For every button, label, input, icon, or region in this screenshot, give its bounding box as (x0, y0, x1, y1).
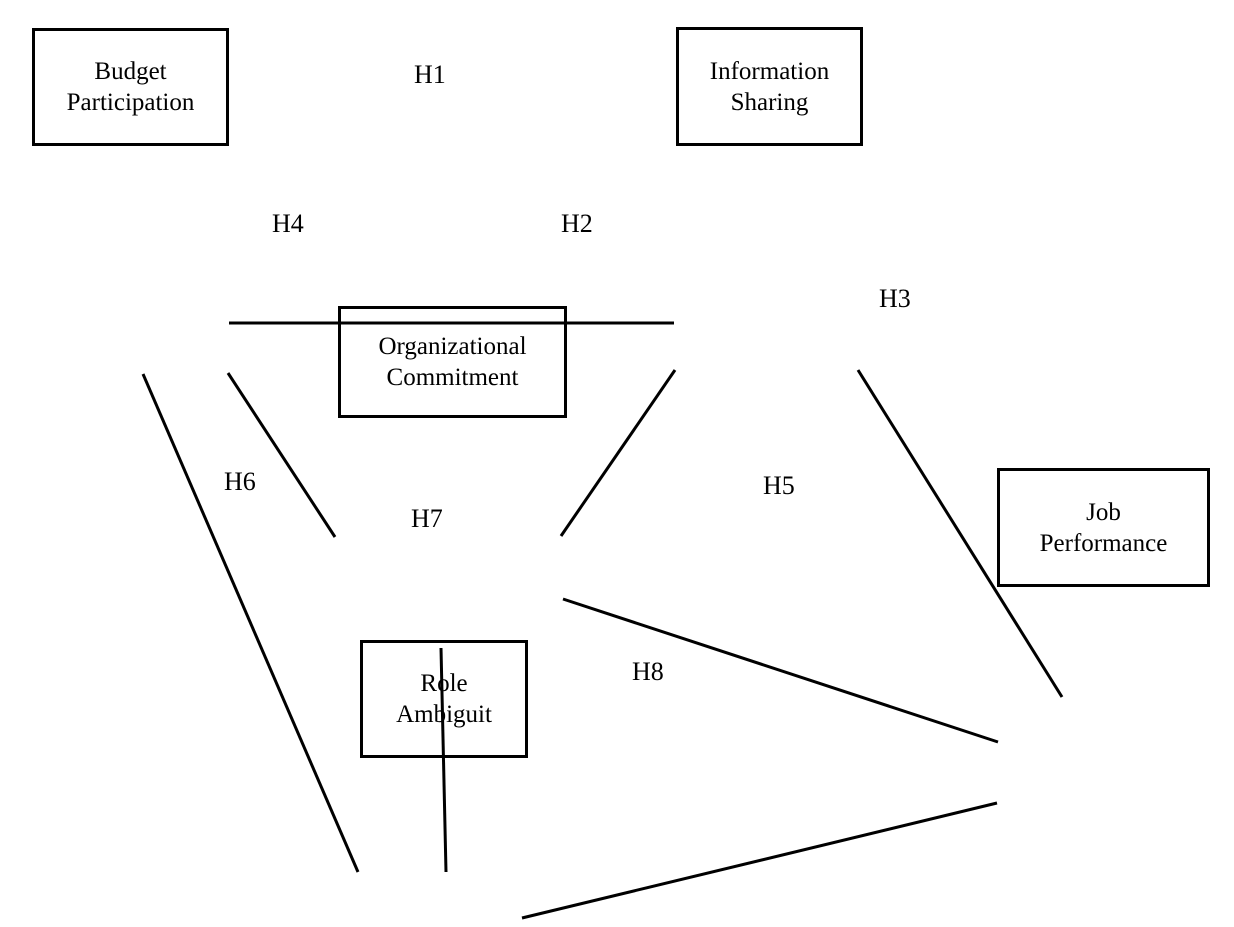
node-budget-participation: Budget Participation (32, 28, 229, 146)
node-organizational-commitment-label-line1: Organizational (378, 333, 527, 360)
line-upper-right-diagonal (559, 369, 677, 537)
node-information-sharing-label-line1: Information (709, 57, 830, 85)
node-job-performance-label-line1: Job (1086, 498, 1121, 526)
node-information-sharing: Information Sharing (676, 27, 863, 146)
hypothesis-label-h3: H3 (879, 284, 911, 313)
hypothesis-label-h4: H4 (272, 209, 304, 238)
hypothesis-label-h2: H2 (561, 209, 593, 238)
hypothesis-label-h8: H8 (632, 657, 664, 686)
hypothesis-label-h6: H6 (224, 467, 256, 496)
line-bottom-diagonal (521, 801, 998, 920)
line-h8-diagonal (562, 597, 999, 744)
node-information-sharing-label-line2: Sharing (730, 88, 809, 116)
node-budget-participation-label-line2: Participation (66, 89, 195, 116)
node-role-ambiguity-label-line2: Ambiguit (396, 701, 492, 728)
node-job-performance: Job Performance (997, 468, 1210, 587)
node-organizational-commitment: Organizational Commitment (338, 306, 567, 418)
node-organizational-commitment-label-line2: Commitment (386, 364, 519, 391)
node-role-ambiguity-label-line1: Role (420, 670, 468, 697)
hypothesis-label-h7: H7 (411, 504, 443, 533)
hypothesis-label-h1: H1 (414, 60, 446, 89)
line-long-left-diagonal (141, 373, 360, 873)
node-role-ambiguity: Role Ambiguit (360, 640, 528, 758)
node-budget-participation-label-line1: Budget (94, 58, 167, 85)
hypothesis-label-h5: H5 (763, 471, 795, 500)
line-upper-left-diagonal (226, 372, 337, 538)
node-job-performance-label-line2: Performance (1039, 529, 1168, 557)
